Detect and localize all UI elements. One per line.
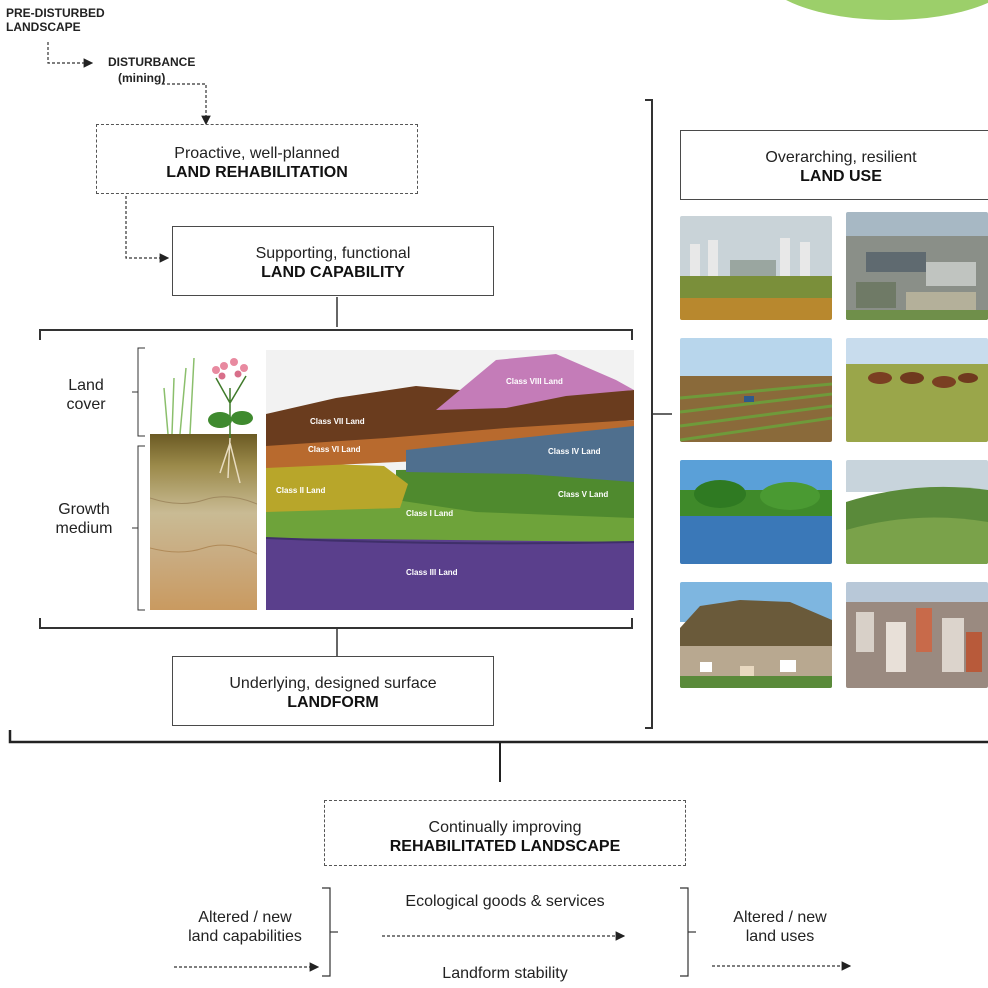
altered-uses-label: Altered / new land uses xyxy=(733,909,827,945)
class-vi-label: Class VI Land xyxy=(308,445,361,454)
pre-disturbed-label: PRE-DISTURBED LANDSCAPE xyxy=(6,6,105,34)
class-v-label: Class V Land xyxy=(558,490,609,499)
altered-capabilities-label: Altered / new land capabilities xyxy=(188,909,302,945)
land-capability-box: Supporting, functional LAND CAPABILITY xyxy=(172,226,494,296)
landform-line1: Underlying, designed surface xyxy=(229,675,437,692)
rehabilitation-line1: Proactive, well-planned xyxy=(174,145,340,162)
class-iv-label: Class IV Land xyxy=(548,447,601,456)
land-use-line1: Overarching, resilient xyxy=(765,149,917,166)
mining-label: (mining) xyxy=(118,71,166,85)
rehabilitated-line1: Continually improving xyxy=(428,819,582,836)
capability-line1: Supporting, functional xyxy=(255,245,411,262)
photo-industrial-area xyxy=(846,212,988,320)
capability-line2: LAND CAPABILITY xyxy=(261,264,405,281)
photo-river xyxy=(680,460,832,564)
photo-horses-grazing xyxy=(846,338,988,442)
decorative-green-arc xyxy=(760,0,988,20)
land-class-illustration: Class VIII Land Class VII Land Class VI … xyxy=(266,350,634,610)
land-rehabilitation-box: Proactive, well-planned LAND REHABILITAT… xyxy=(96,124,418,194)
rehabilitated-landscape-box: Continually improving REHABILITATED LAND… xyxy=(324,800,686,866)
soil-profile-illustration xyxy=(150,348,257,610)
class-i-label: Class I Land xyxy=(406,509,454,518)
photo-green-hills xyxy=(846,460,988,564)
land-use-box: Overarching, resilient LAND USE xyxy=(680,130,988,200)
photo-city-aerial xyxy=(846,582,988,688)
rehabilitated-line2: REHABILITATED LANDSCAPE xyxy=(389,838,621,855)
class-ii-label: Class II Land xyxy=(276,486,326,495)
class-viii-label: Class VIII Land xyxy=(506,377,563,386)
rehabilitation-line2: LAND REHABILITATION xyxy=(166,164,348,181)
class-iii-label: Class III Land xyxy=(406,568,458,577)
landform-line2: LANDFORM xyxy=(287,694,379,711)
ecological-services-label: Ecological goods & services xyxy=(405,893,605,910)
landform-stability-label: Landform stability xyxy=(442,965,568,982)
photo-power-station xyxy=(680,216,832,320)
landform-box: Underlying, designed surface LANDFORM xyxy=(172,656,494,726)
photo-mountain-town xyxy=(680,582,832,688)
land-cover-label: Land cover xyxy=(66,377,106,413)
disturbance-label: DISTURBANCE xyxy=(108,55,196,69)
growth-medium-label: Growth medium xyxy=(55,501,113,537)
land-use-line2: LAND USE xyxy=(800,168,882,185)
class-vii-label: Class VII Land xyxy=(310,417,365,426)
photo-crop-field xyxy=(680,338,832,442)
